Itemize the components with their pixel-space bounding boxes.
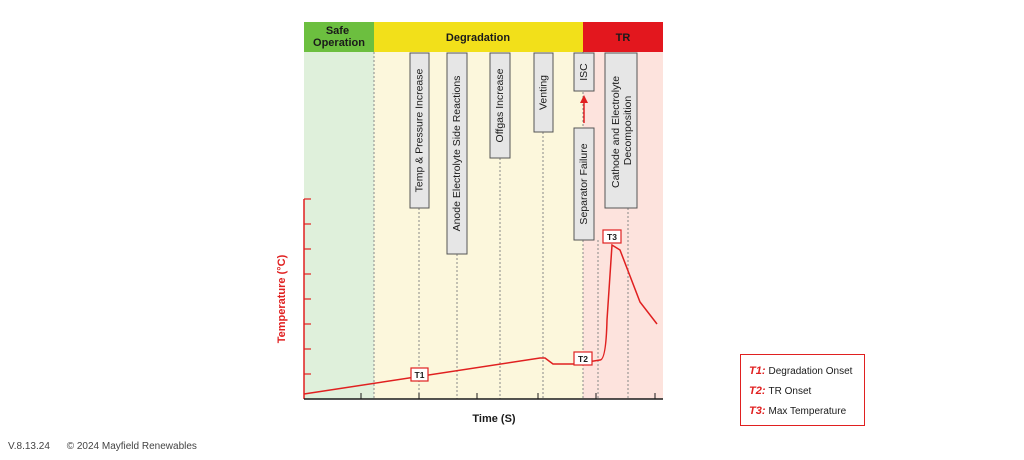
y-axis-label: Temperature (°C) bbox=[276, 254, 288, 343]
event-label-temp-pressure: Temp & Pressure Increase bbox=[414, 68, 426, 192]
phase-label-safe: Safe Operation bbox=[313, 25, 365, 49]
event-label-isc: ISC bbox=[578, 63, 590, 81]
event-box-cathode-decomposition bbox=[604, 52, 638, 209]
temperature-curve bbox=[303, 243, 658, 395]
legend-row-t3: T3:Max Temperature bbox=[749, 402, 864, 422]
phase-header-tr bbox=[583, 22, 663, 52]
event-connectors bbox=[418, 132, 629, 399]
marker-t1-label: T1 bbox=[415, 370, 425, 380]
event-box-offgas bbox=[489, 52, 511, 159]
phase-header-safe bbox=[304, 22, 374, 52]
legend: T1:Degradation Onset T2:TR Onset T3:Max … bbox=[740, 354, 865, 426]
event-box-temp-pressure bbox=[409, 52, 430, 209]
phase-header-degradation bbox=[374, 22, 583, 52]
footer: V.8.13.24 © 2024 Mayfield Renewables bbox=[8, 441, 211, 452]
event-box-venting bbox=[533, 52, 554, 133]
arrow-head-icon bbox=[580, 95, 588, 103]
legend-row-t2: T2:TR Onset bbox=[749, 382, 864, 402]
legend-row-t1: T1:Degradation Onset bbox=[749, 362, 864, 382]
x-axis-ticks bbox=[360, 393, 656, 399]
legend-key: T2: bbox=[749, 385, 766, 397]
marker-t2-box bbox=[573, 351, 593, 366]
legend-key: T1: bbox=[749, 365, 766, 377]
legend-text: Degradation Onset bbox=[768, 366, 853, 377]
x-axis-label: Time (S) bbox=[472, 413, 516, 425]
event-label-separator-failure: Separator Failure bbox=[578, 143, 590, 224]
legend-text: TR Onset bbox=[768, 386, 812, 397]
legend-key: T3: bbox=[749, 405, 766, 417]
phase-bg-safe bbox=[304, 52, 374, 399]
marker-t3-label: T3 bbox=[607, 232, 617, 242]
marker-t1-box bbox=[410, 367, 429, 382]
legend-text: Max Temperature bbox=[768, 406, 847, 417]
event-box-isc bbox=[573, 52, 595, 92]
event-box-separator-failure bbox=[573, 127, 595, 241]
marker-t3-box bbox=[602, 229, 622, 244]
copyright-label: © 2024 Mayfield Renewables bbox=[66, 441, 197, 452]
phase-label-tr: TR bbox=[616, 32, 631, 44]
event-label-venting: Venting bbox=[538, 75, 550, 110]
y-axis-ticks bbox=[304, 198, 311, 375]
version-label: V.8.13.24 bbox=[8, 441, 50, 452]
marker-t2-label: T2 bbox=[578, 354, 588, 364]
event-label-offgas: Offgas Increase bbox=[494, 68, 506, 142]
phase-label-degradation: Degradation bbox=[446, 32, 510, 44]
event-label-anode-reactions: Anode Electrolyte Side Reactions bbox=[451, 76, 463, 232]
event-label-cathode-decomposition: Cathode and Electrolyte Decomposition bbox=[610, 73, 634, 188]
event-box-anode-reactions bbox=[446, 52, 468, 255]
